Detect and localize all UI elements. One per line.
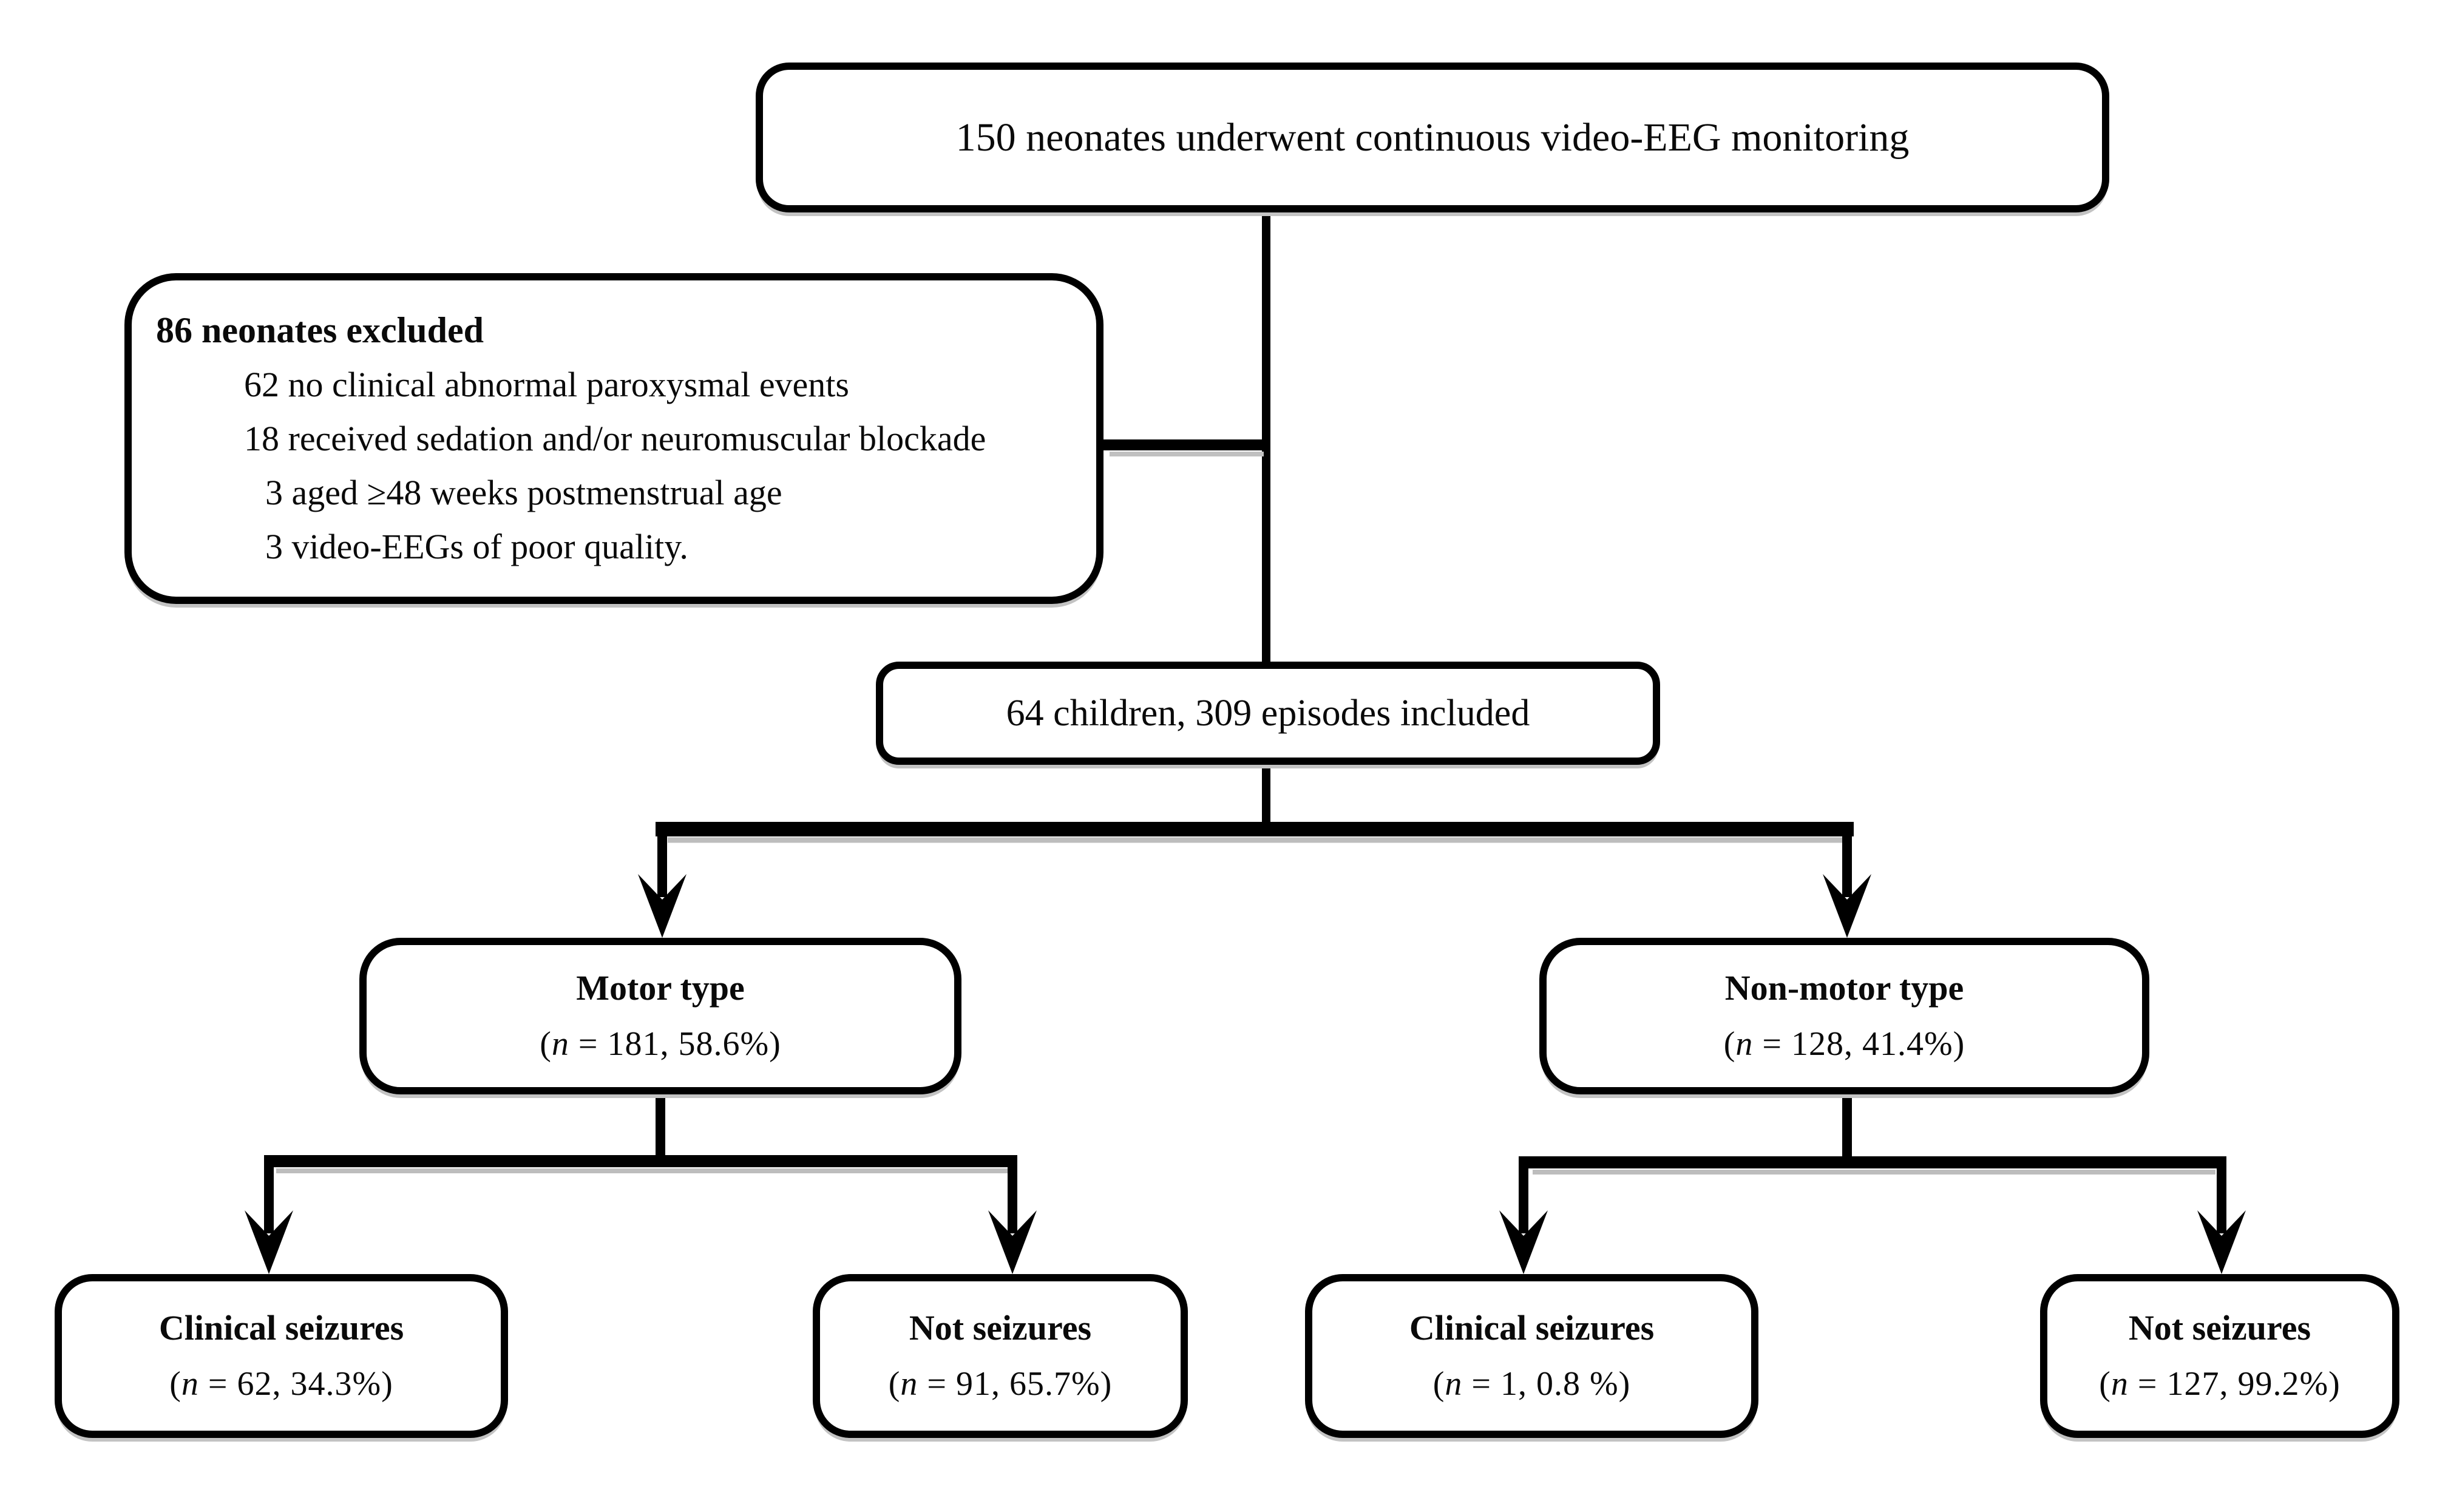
stat-open-paren: ( xyxy=(169,1365,181,1403)
node-motor-type: Motor type (n = 181, 58.6%) xyxy=(359,938,961,1094)
node-motor-not-seizures: Not seizures (n = 91, 65.7%) xyxy=(813,1274,1188,1438)
node-nonmotor-clinical-seizures: Clinical seizures (n = 1, 0.8 %) xyxy=(1305,1274,1758,1438)
stat-n: n xyxy=(1735,1025,1754,1063)
arrow-down-icon xyxy=(638,874,686,938)
node-nonmotor-not-seizures: Not seizures (n = 127, 99.2%) xyxy=(2040,1274,2399,1438)
node-motor-clinical-seizures: Clinical seizures (n = 62, 34.3%) xyxy=(55,1274,508,1438)
motor-not-stat: (n = 91, 65.7%) xyxy=(889,1365,1113,1403)
excluded-title: 86 neonates excluded xyxy=(156,310,484,350)
stat-open-paren: ( xyxy=(888,1365,901,1403)
stat-open-paren: ( xyxy=(540,1025,552,1063)
stat-n: n xyxy=(551,1025,569,1063)
excluded-item-4: 3 video-EEGs of poor quality. xyxy=(265,527,688,566)
stat-n: n xyxy=(900,1365,918,1403)
nonmotor-not-title: Not seizures xyxy=(2128,1308,2311,1348)
excluded-item-1: 62 no clinical abnormal paroxysmal event… xyxy=(244,365,849,404)
stat-open-paren: ( xyxy=(1432,1365,1445,1403)
stat-open-paren: ( xyxy=(1723,1025,1736,1063)
nonmotor-clinical-title: Clinical seizures xyxy=(1409,1308,1655,1348)
stat-value: = 127, 99.2%) xyxy=(2128,1365,2341,1403)
stat-value: = 91, 65.7%) xyxy=(918,1365,1113,1403)
stat-value: = 181, 58.6%) xyxy=(569,1025,781,1063)
stat-value: = 1, 0.8 %) xyxy=(1462,1365,1631,1403)
excluded-item-2: 18 received sedation and/or neuromuscula… xyxy=(244,419,986,458)
node-excluded: 86 neonates excluded 62 no clinical abno… xyxy=(124,273,1103,604)
arrow-down-icon xyxy=(245,1210,293,1274)
node-total-monitored-label: 150 neonates underwent continuous video-… xyxy=(955,115,1910,160)
stat-n: n xyxy=(181,1365,199,1403)
node-included: 64 children, 309 episodes included xyxy=(876,662,1660,765)
arrow-down-icon xyxy=(1823,874,1871,938)
nonmotor-clinical-stat: (n = 1, 0.8 %) xyxy=(1433,1365,1631,1403)
motor-type-stat: (n = 181, 58.6%) xyxy=(540,1025,781,1063)
node-included-label: 64 children, 309 episodes included xyxy=(1006,692,1530,734)
motor-type-title: Motor type xyxy=(576,968,745,1008)
stat-value: = 62, 34.3%) xyxy=(198,1365,393,1403)
arrow-down-icon xyxy=(2197,1210,2246,1274)
stat-n: n xyxy=(1445,1365,1463,1403)
node-total-monitored: 150 neonates underwent continuous video-… xyxy=(756,63,2109,212)
nonmotor-type-title: Non-motor type xyxy=(1724,968,1964,1008)
motor-not-title: Not seizures xyxy=(909,1308,1092,1348)
excluded-item-3: 3 aged ≥48 weeks postmenstrual age xyxy=(265,473,782,512)
nonmotor-type-stat: (n = 128, 41.4%) xyxy=(1724,1025,1965,1063)
stat-open-paren: ( xyxy=(2099,1365,2111,1403)
motor-clinical-stat: (n = 62, 34.3%) xyxy=(169,1365,393,1403)
stat-n: n xyxy=(2110,1365,2129,1403)
node-nonmotor-type: Non-motor type (n = 128, 41.4%) xyxy=(1539,938,2149,1094)
motor-clinical-title: Clinical seizures xyxy=(158,1308,404,1348)
arrow-down-icon xyxy=(988,1210,1037,1274)
nonmotor-not-stat: (n = 127, 99.2%) xyxy=(2099,1365,2341,1403)
arrow-down-icon xyxy=(1499,1210,1548,1274)
stat-value: = 128, 41.4%) xyxy=(1753,1025,1965,1063)
